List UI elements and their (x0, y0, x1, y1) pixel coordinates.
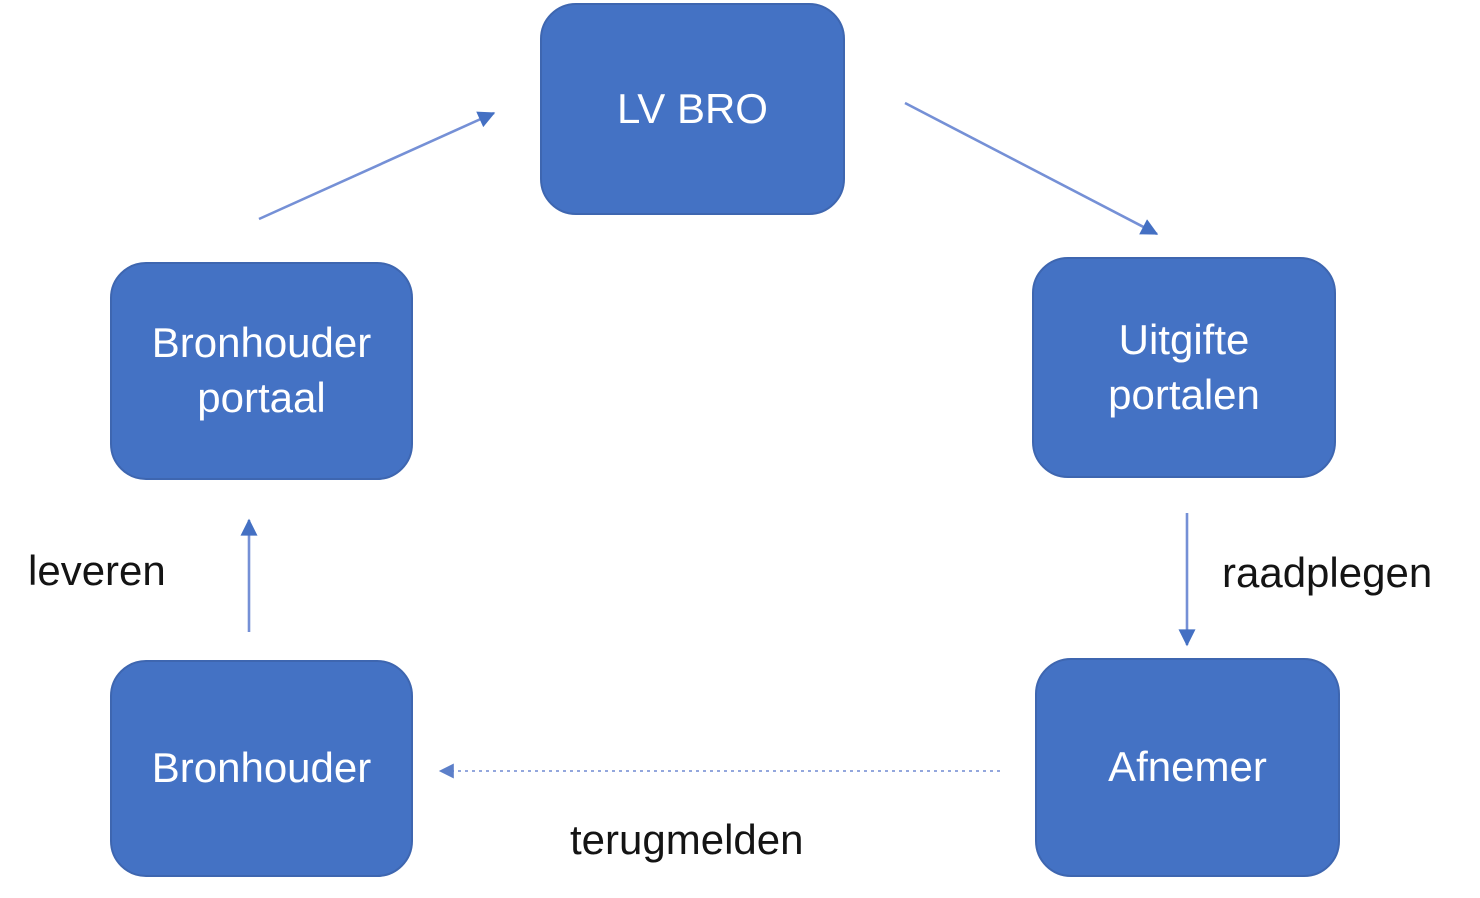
node-bronhouder-portaal-label: Bronhouder portaal (151, 319, 372, 421)
node-bronhouder-portaal: Bronhouder portaal (110, 262, 413, 480)
node-afnemer: Afnemer (1035, 658, 1340, 877)
node-bronhouder-label: Bronhouder (151, 744, 372, 792)
node-bronhouder: Bronhouder (110, 660, 413, 877)
node-uitgifte-portalen: Uitgifte portalen (1032, 257, 1336, 478)
edge-label-terugmelden: terugmelden (570, 816, 804, 863)
node-afnemer-label: Afnemer (1108, 743, 1267, 791)
edge-label-leveren: leveren (28, 547, 166, 594)
node-uitgifte-portalen-label: Uitgifte portalen (1108, 315, 1260, 418)
edge-lvbro-to-uitgifteportalen (904, 101, 1159, 236)
edge-bronhouderportaal-to-lvbro (258, 111, 496, 221)
node-lv-bro: LV BRO (540, 3, 845, 215)
node-lv-bro-label: LV BRO (617, 84, 768, 132)
edge-label-raadplegen: raadplegen (1222, 549, 1433, 596)
